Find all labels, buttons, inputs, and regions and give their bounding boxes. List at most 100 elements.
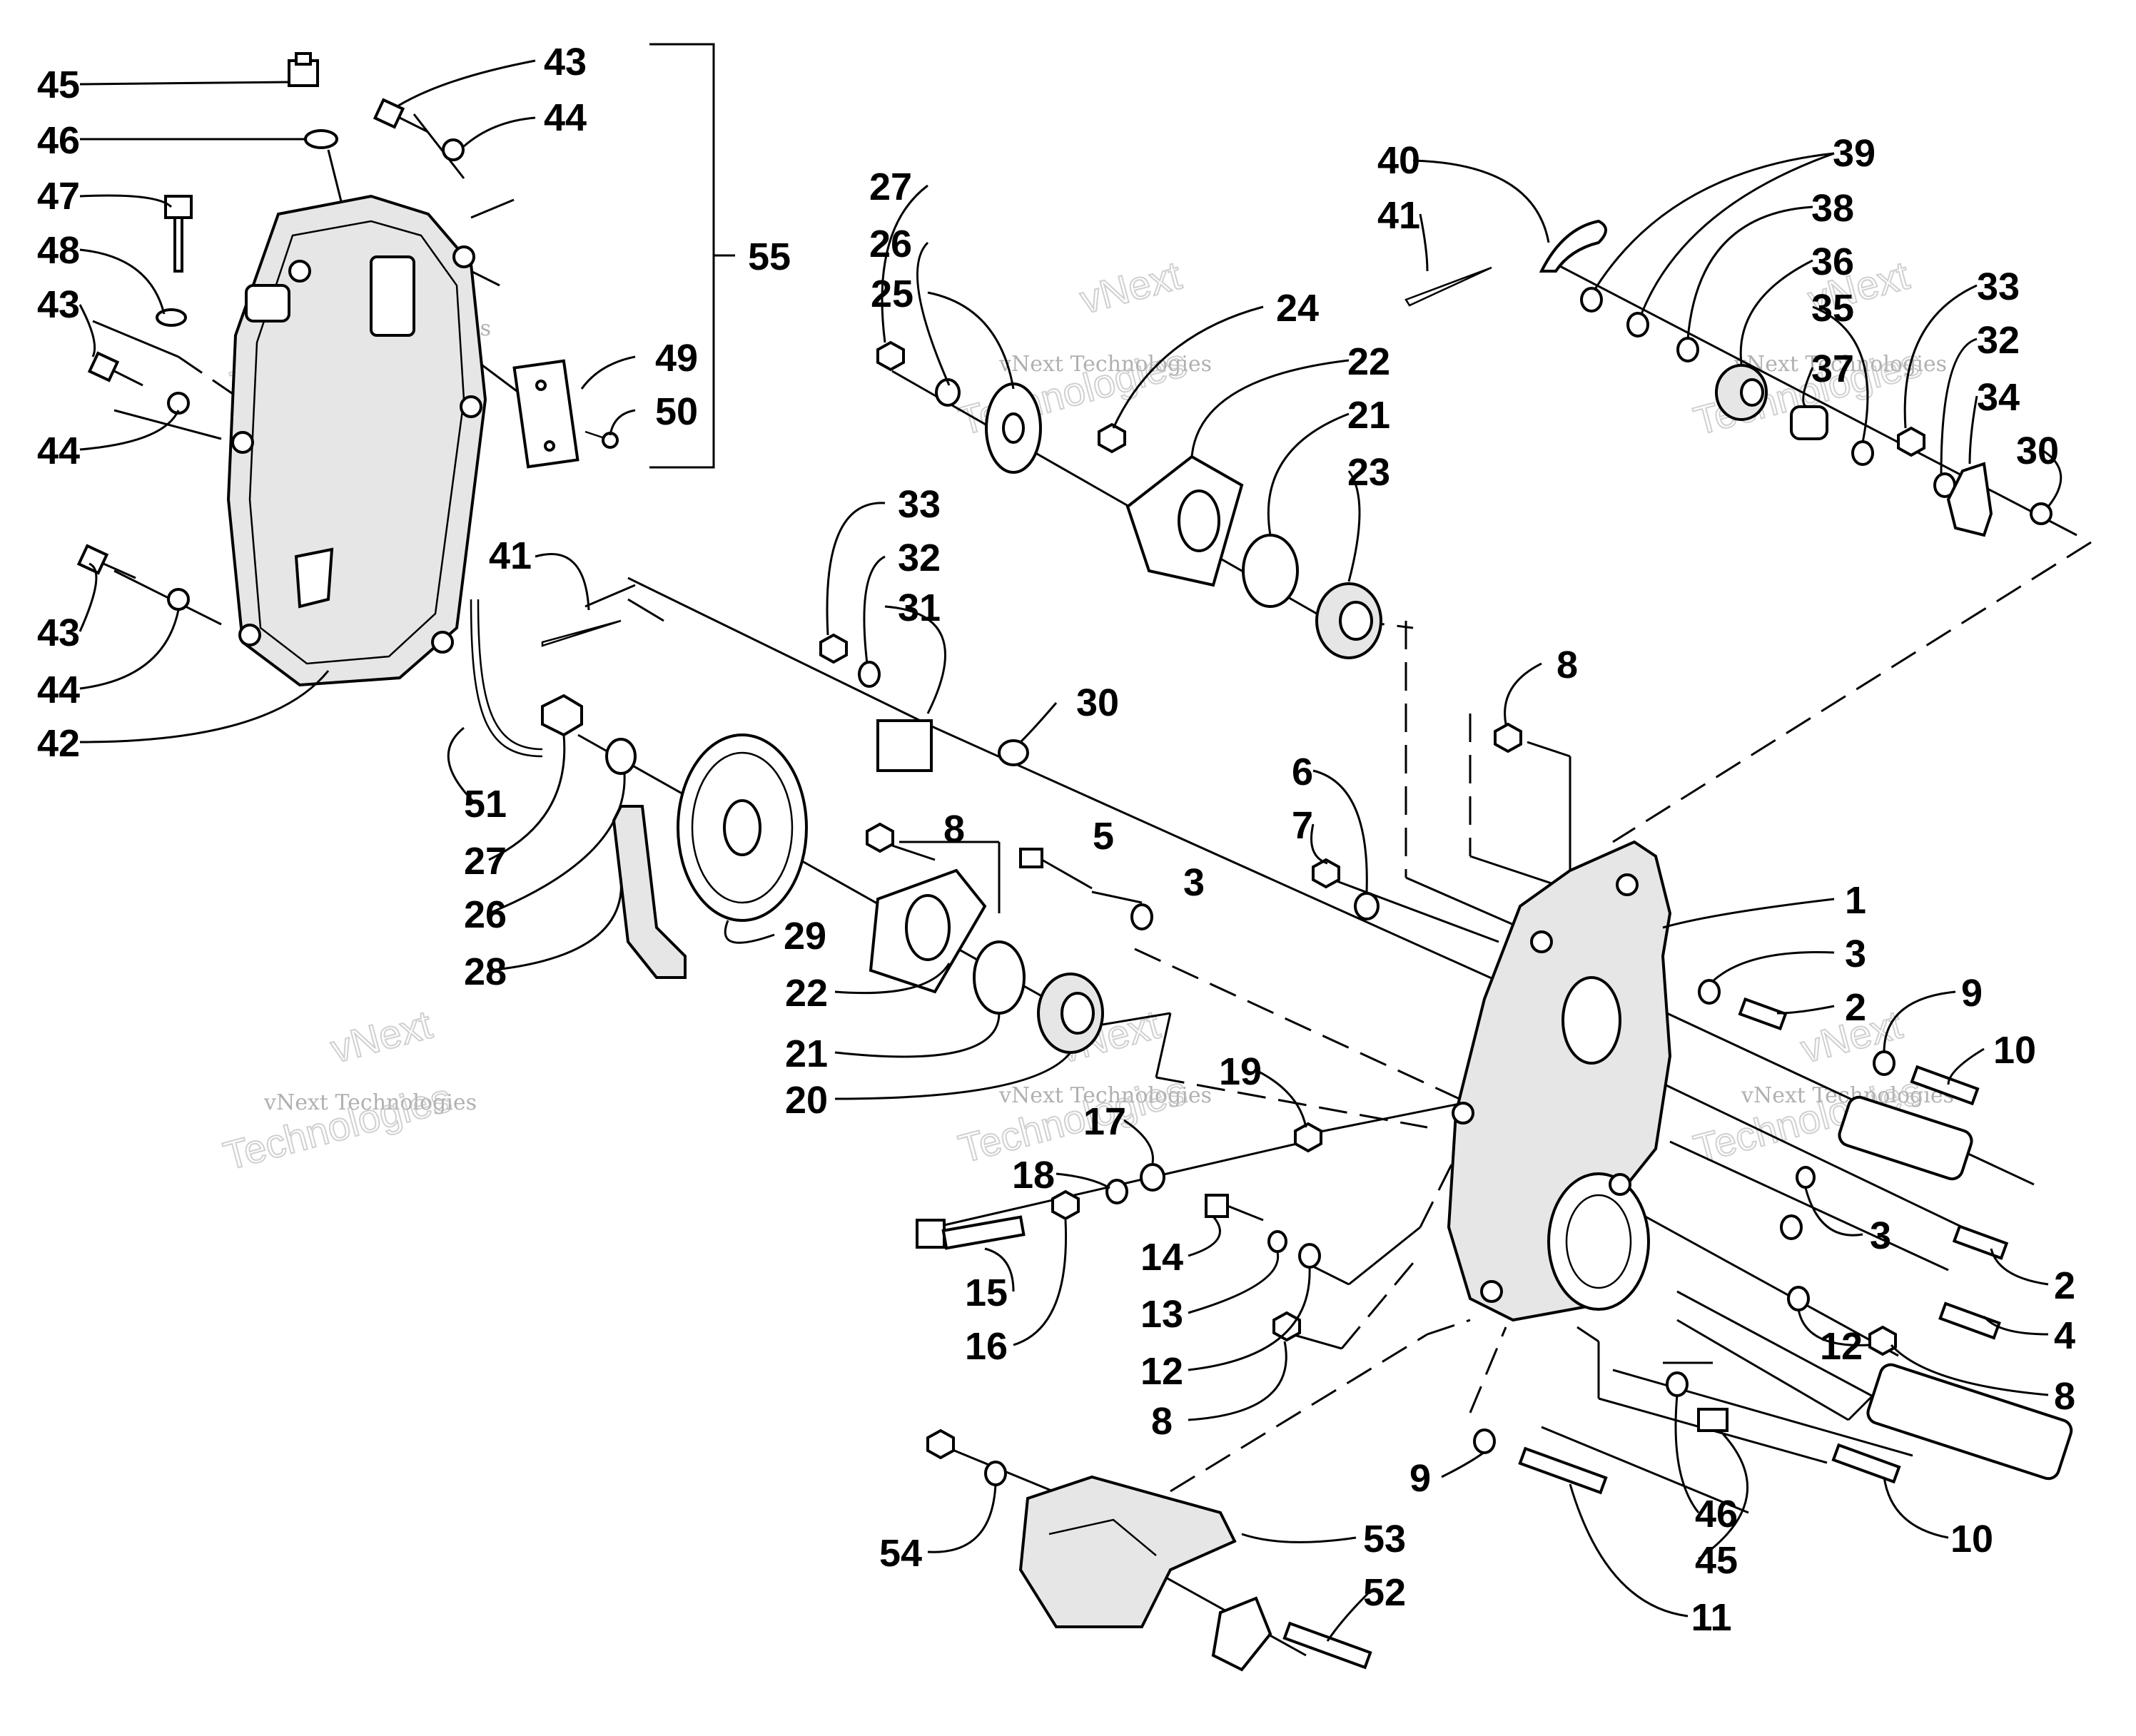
callout-16: 16	[965, 1325, 1008, 1368]
snap-ring	[1242, 534, 1299, 608]
tensioner-arm	[876, 719, 933, 772]
callout-37: 37	[1811, 347, 1854, 390]
callout-49: 49	[655, 337, 698, 380]
washer	[1140, 1163, 1165, 1192]
washer	[1780, 1214, 1803, 1240]
callout-32: 32	[898, 537, 941, 579]
driveshaft-lower	[1866, 1363, 2073, 1481]
callout-3: 3	[1870, 1214, 1891, 1257]
callout-47: 47	[37, 175, 80, 218]
leader-lines	[79, 59, 2062, 1642]
callout-53: 53	[1363, 1518, 1406, 1560]
bearing	[1037, 973, 1104, 1054]
drain-plug	[1697, 1408, 1728, 1432]
callout-44: 44	[544, 96, 587, 139]
callout-55: 55	[748, 235, 791, 278]
watermark-text: vNext Technologies	[1741, 1083, 1954, 1108]
vent-hose	[477, 599, 543, 751]
screw	[584, 430, 619, 449]
callout-12: 12	[1820, 1325, 1863, 1368]
callout-24: 24	[1276, 287, 1319, 330]
callout-15: 15	[965, 1271, 1008, 1314]
washer	[1580, 287, 1603, 313]
callout-38: 38	[1811, 187, 1854, 230]
callout-18: 18	[1012, 1154, 1055, 1197]
callout-34: 34	[1977, 376, 2020, 419]
callout-11: 11	[1691, 1596, 1731, 1639]
watermark-text: vNext Technologies	[998, 352, 1212, 377]
callout-9: 9	[1961, 972, 1983, 1015]
callout-30: 30	[1076, 681, 1119, 724]
washer	[1626, 312, 1649, 337]
callout-25: 25	[871, 273, 913, 315]
cotter-pin	[541, 619, 622, 647]
chaincase-housing	[1447, 840, 1672, 1322]
hex-nut	[1494, 722, 1522, 753]
callout-42: 42	[37, 722, 80, 765]
washer	[1676, 337, 1699, 362]
parts	[76, 52, 2073, 1672]
driveshaft-upper	[1838, 1095, 1973, 1181]
mounting-clip	[1211, 1596, 1272, 1672]
callout-8: 8	[1151, 1400, 1173, 1443]
washer	[1873, 1050, 1895, 1076]
callout-12: 12	[1140, 1350, 1183, 1393]
chaincase-cover	[226, 194, 487, 687]
callout-8: 8	[943, 808, 965, 851]
drive-chain	[612, 805, 687, 979]
cover-bolt	[87, 351, 143, 387]
callout-19: 19	[1219, 1050, 1262, 1093]
callout-14: 14	[1140, 1236, 1183, 1279]
callout-2: 2	[1845, 986, 1866, 1029]
callout-41: 41	[1377, 194, 1420, 237]
washer	[605, 738, 637, 775]
cotter-pin	[1404, 266, 1492, 307]
washer	[1698, 979, 1721, 1005]
tensioner-arm	[1946, 462, 1993, 537]
washer	[1666, 1371, 1689, 1397]
callout-44: 44	[37, 430, 80, 472]
callout-40: 40	[1377, 139, 1420, 182]
hex-nut	[541, 694, 583, 737]
callout-50: 50	[655, 390, 698, 433]
hex-nut	[926, 1428, 955, 1460]
bolt	[1952, 1224, 2009, 1260]
callout-27: 27	[869, 166, 912, 208]
callout-28: 28	[464, 950, 507, 993]
callout-8: 8	[2054, 1375, 2075, 1418]
washer	[1787, 1286, 1810, 1311]
large-sprocket	[677, 734, 808, 922]
callout-48: 48	[37, 229, 80, 272]
watermark-brand: vNext	[1075, 253, 1186, 323]
callout-41: 41	[489, 534, 532, 577]
callout-3: 3	[1183, 861, 1205, 904]
callout-4: 4	[2054, 1314, 2075, 1357]
hex-nut	[1897, 426, 1925, 457]
bolt	[1282, 1621, 1372, 1670]
star-washer	[167, 392, 190, 415]
backing-plate	[512, 359, 579, 469]
callout-26: 26	[464, 893, 507, 936]
callout-13: 13	[1140, 1293, 1183, 1336]
callout-29: 29	[784, 915, 826, 958]
callout-27: 27	[464, 840, 507, 883]
callout-35: 35	[1811, 287, 1854, 330]
callout-43: 43	[544, 41, 587, 83]
callout-45: 45	[1695, 1539, 1738, 1582]
drain-plug	[288, 52, 319, 87]
callout-45: 45	[37, 64, 80, 106]
watermark-brand: vNext	[326, 1002, 437, 1072]
callout-17: 17	[1083, 1100, 1126, 1143]
washer	[1796, 1166, 1816, 1189]
hex-nut	[1868, 1325, 1897, 1356]
callout-10: 10	[1993, 1029, 2036, 1072]
adjuster-bolt	[916, 1215, 1026, 1250]
cover-bolt	[76, 544, 136, 579]
callout-22: 22	[785, 972, 828, 1015]
hex-nut	[1312, 858, 1340, 889]
washer	[1105, 1179, 1128, 1204]
bolt	[1910, 1065, 1980, 1106]
washer	[1354, 892, 1380, 920]
washer	[1473, 1428, 1496, 1454]
